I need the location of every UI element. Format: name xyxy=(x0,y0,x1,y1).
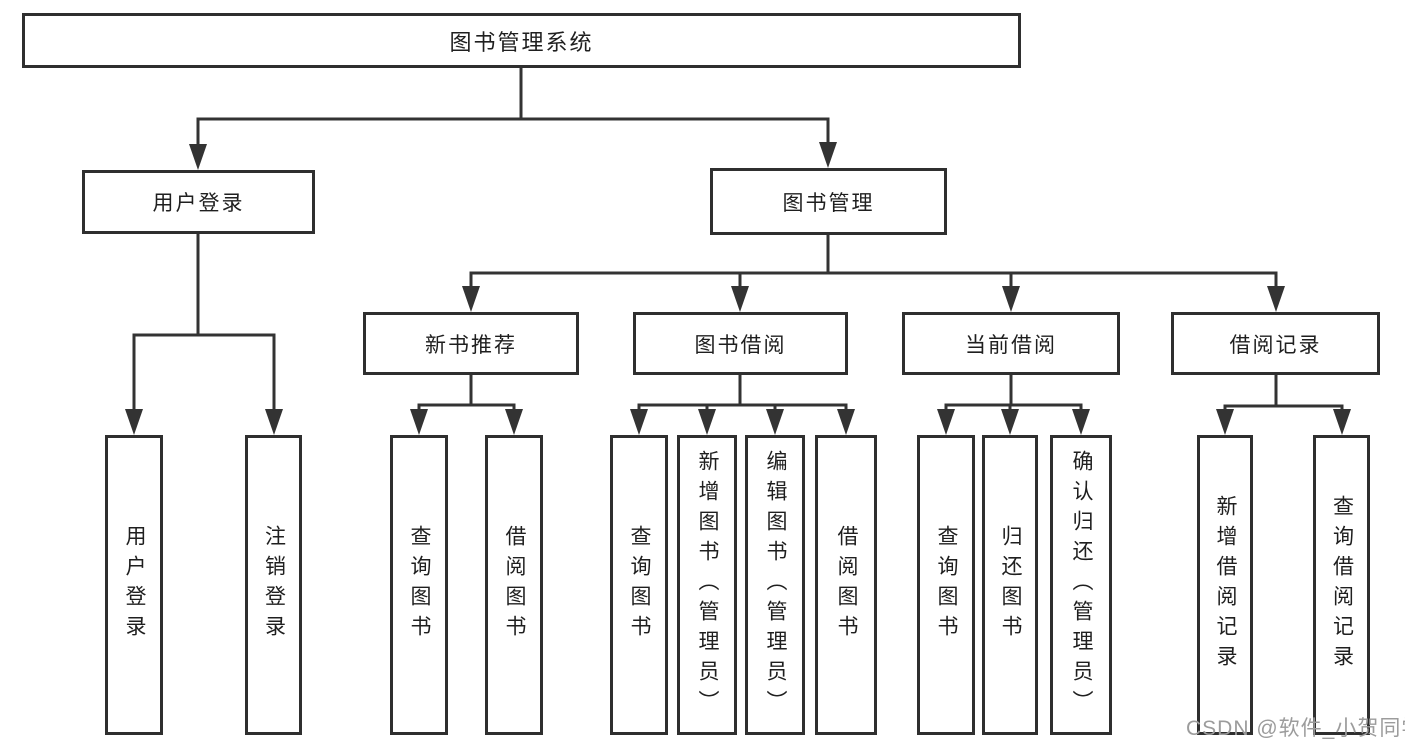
node-book-borrow-label: 图书借阅 xyxy=(694,333,787,357)
leaf-return-books: 归还图书 xyxy=(982,435,1038,735)
leaf-confirm-return-admin: 确认归还（管理员） xyxy=(1050,435,1112,735)
leaf-user-login-label: 用户登录 xyxy=(123,525,146,645)
leaf-search-borrow-record: 查询借阅记录 xyxy=(1313,435,1370,735)
leaf-search-books-2: 查询图书 xyxy=(610,435,668,735)
leaf-confirm-return-admin-label: 确认归还（管理员） xyxy=(1070,450,1093,720)
leaf-edit-books-admin-label: 编辑图书（管理员） xyxy=(764,450,787,720)
leaf-logout: 注销登录 xyxy=(245,435,302,735)
leaf-search-books-1: 查询图书 xyxy=(390,435,448,735)
node-book-management: 图书管理 xyxy=(710,168,947,235)
node-current-borrow-label: 当前借阅 xyxy=(965,333,1057,357)
node-library-system-label: 图书管理系统 xyxy=(449,29,594,55)
node-user-login-label: 用户登录 xyxy=(152,192,245,215)
leaf-borrow-books-2: 借阅图书 xyxy=(815,435,877,735)
csdn-watermark: CSDN @软件_小贺同学 xyxy=(1186,717,1405,740)
leaf-add-books-admin: 新增图书（管理员） xyxy=(677,435,737,735)
node-current-borrow: 当前借阅 xyxy=(902,312,1120,375)
node-new-book-recommend-label: 新书推荐 xyxy=(425,333,517,357)
leaf-add-books-admin-label: 新增图书（管理员） xyxy=(696,450,719,720)
leaf-search-books-3: 查询图书 xyxy=(917,435,975,735)
leaf-borrow-books-1-label: 借阅图书 xyxy=(503,525,526,645)
node-borrow-records-label: 借阅记录 xyxy=(1229,333,1322,357)
node-borrow-records: 借阅记录 xyxy=(1171,312,1380,375)
leaf-borrow-books-1: 借阅图书 xyxy=(485,435,543,735)
node-new-book-recommend: 新书推荐 xyxy=(363,312,579,375)
node-user-login: 用户登录 xyxy=(82,170,315,234)
leaf-borrow-books-2-label: 借阅图书 xyxy=(835,525,858,645)
leaf-add-borrow-record-label: 新增借阅记录 xyxy=(1214,495,1237,675)
node-book-borrow: 图书借阅 xyxy=(633,312,848,375)
node-book-management-label: 图书管理 xyxy=(782,191,875,215)
leaf-user-login: 用户登录 xyxy=(105,435,163,735)
leaf-add-borrow-record: 新增借阅记录 xyxy=(1197,435,1253,735)
node-library-system: 图书管理系统 xyxy=(22,13,1021,68)
leaf-edit-books-admin: 编辑图书（管理员） xyxy=(745,435,805,735)
leaf-search-borrow-record-label: 查询借阅记录 xyxy=(1330,495,1354,675)
leaf-return-books-label: 归还图书 xyxy=(999,525,1022,645)
leaf-search-books-1-label: 查询图书 xyxy=(408,525,431,645)
leaf-search-books-3-label: 查询图书 xyxy=(935,525,958,645)
leaf-search-books-2-label: 查询图书 xyxy=(628,525,651,645)
leaf-logout-label: 注销登录 xyxy=(262,525,286,645)
